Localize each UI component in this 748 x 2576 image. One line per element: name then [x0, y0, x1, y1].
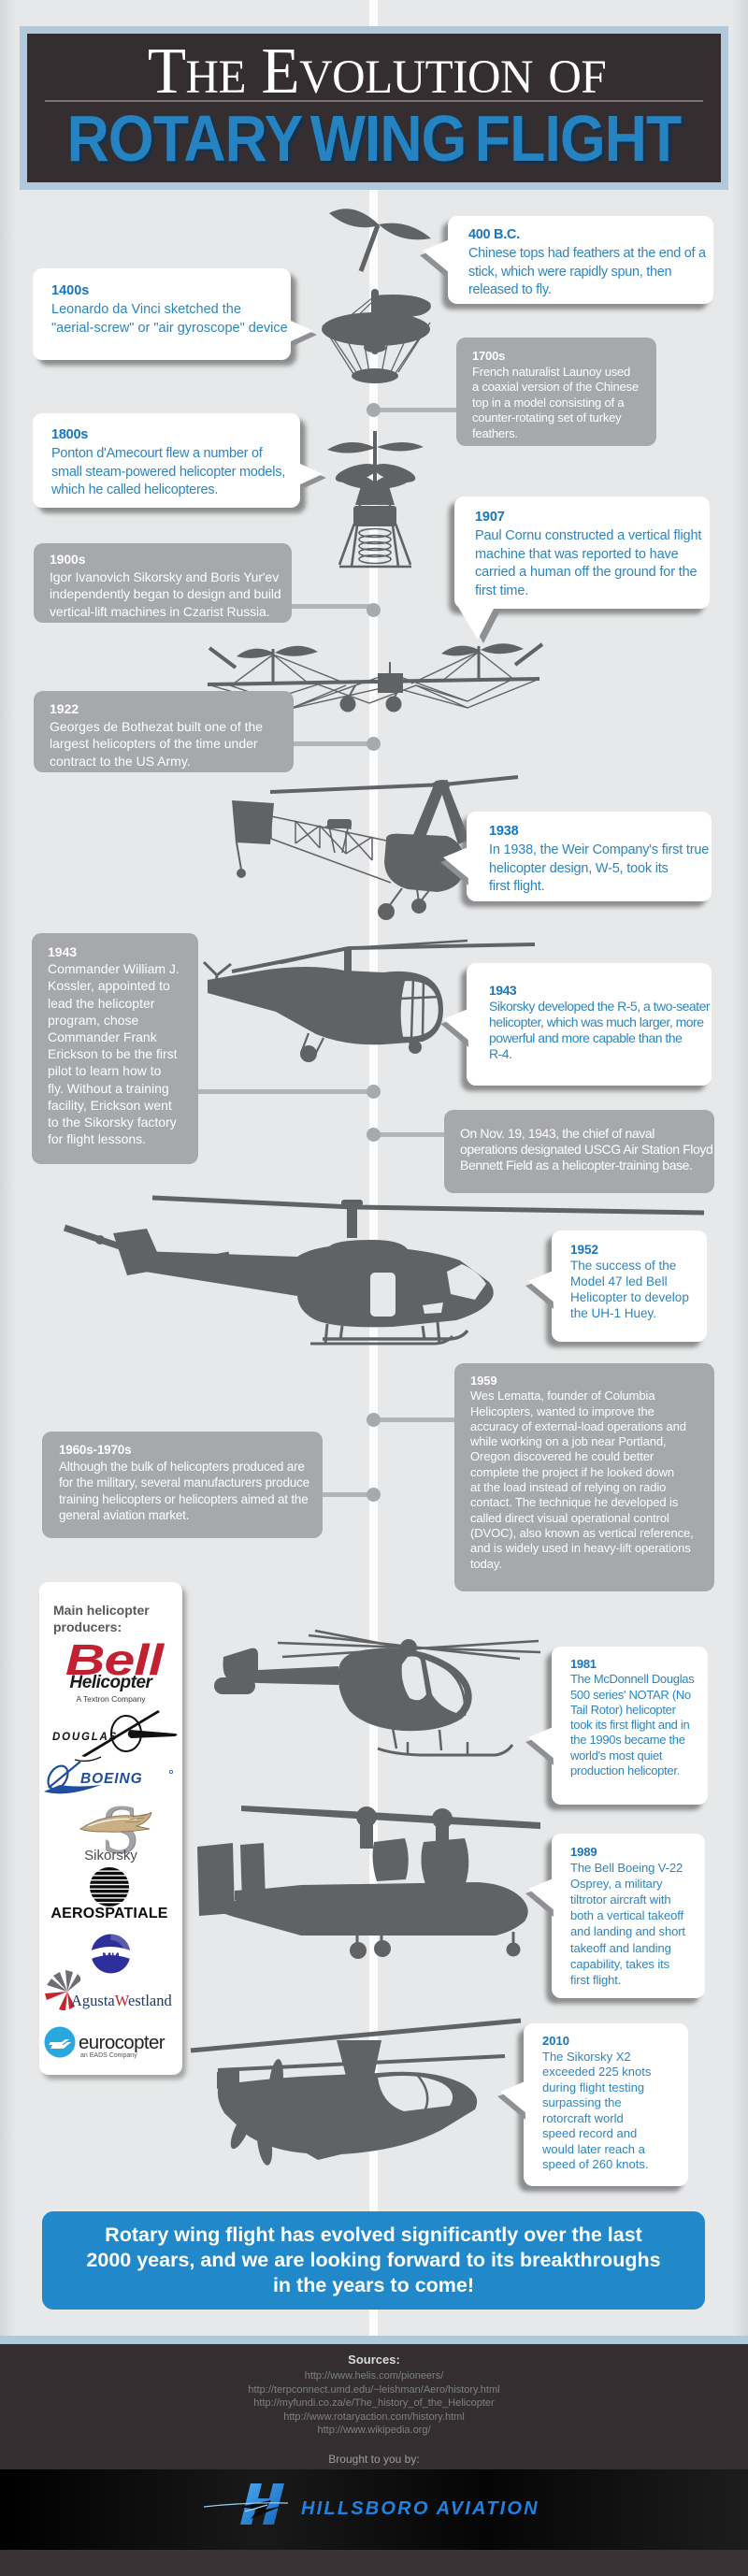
- svg-text:BOEING: BOEING: [80, 1771, 143, 1787]
- svg-text:DOUGLAS: DOUGLAS: [52, 1732, 118, 1743]
- svg-text:МИ: МИ: [102, 1950, 120, 1964]
- svg-text:AEROSPATIALE: AEROSPATIALE: [50, 1906, 167, 1921]
